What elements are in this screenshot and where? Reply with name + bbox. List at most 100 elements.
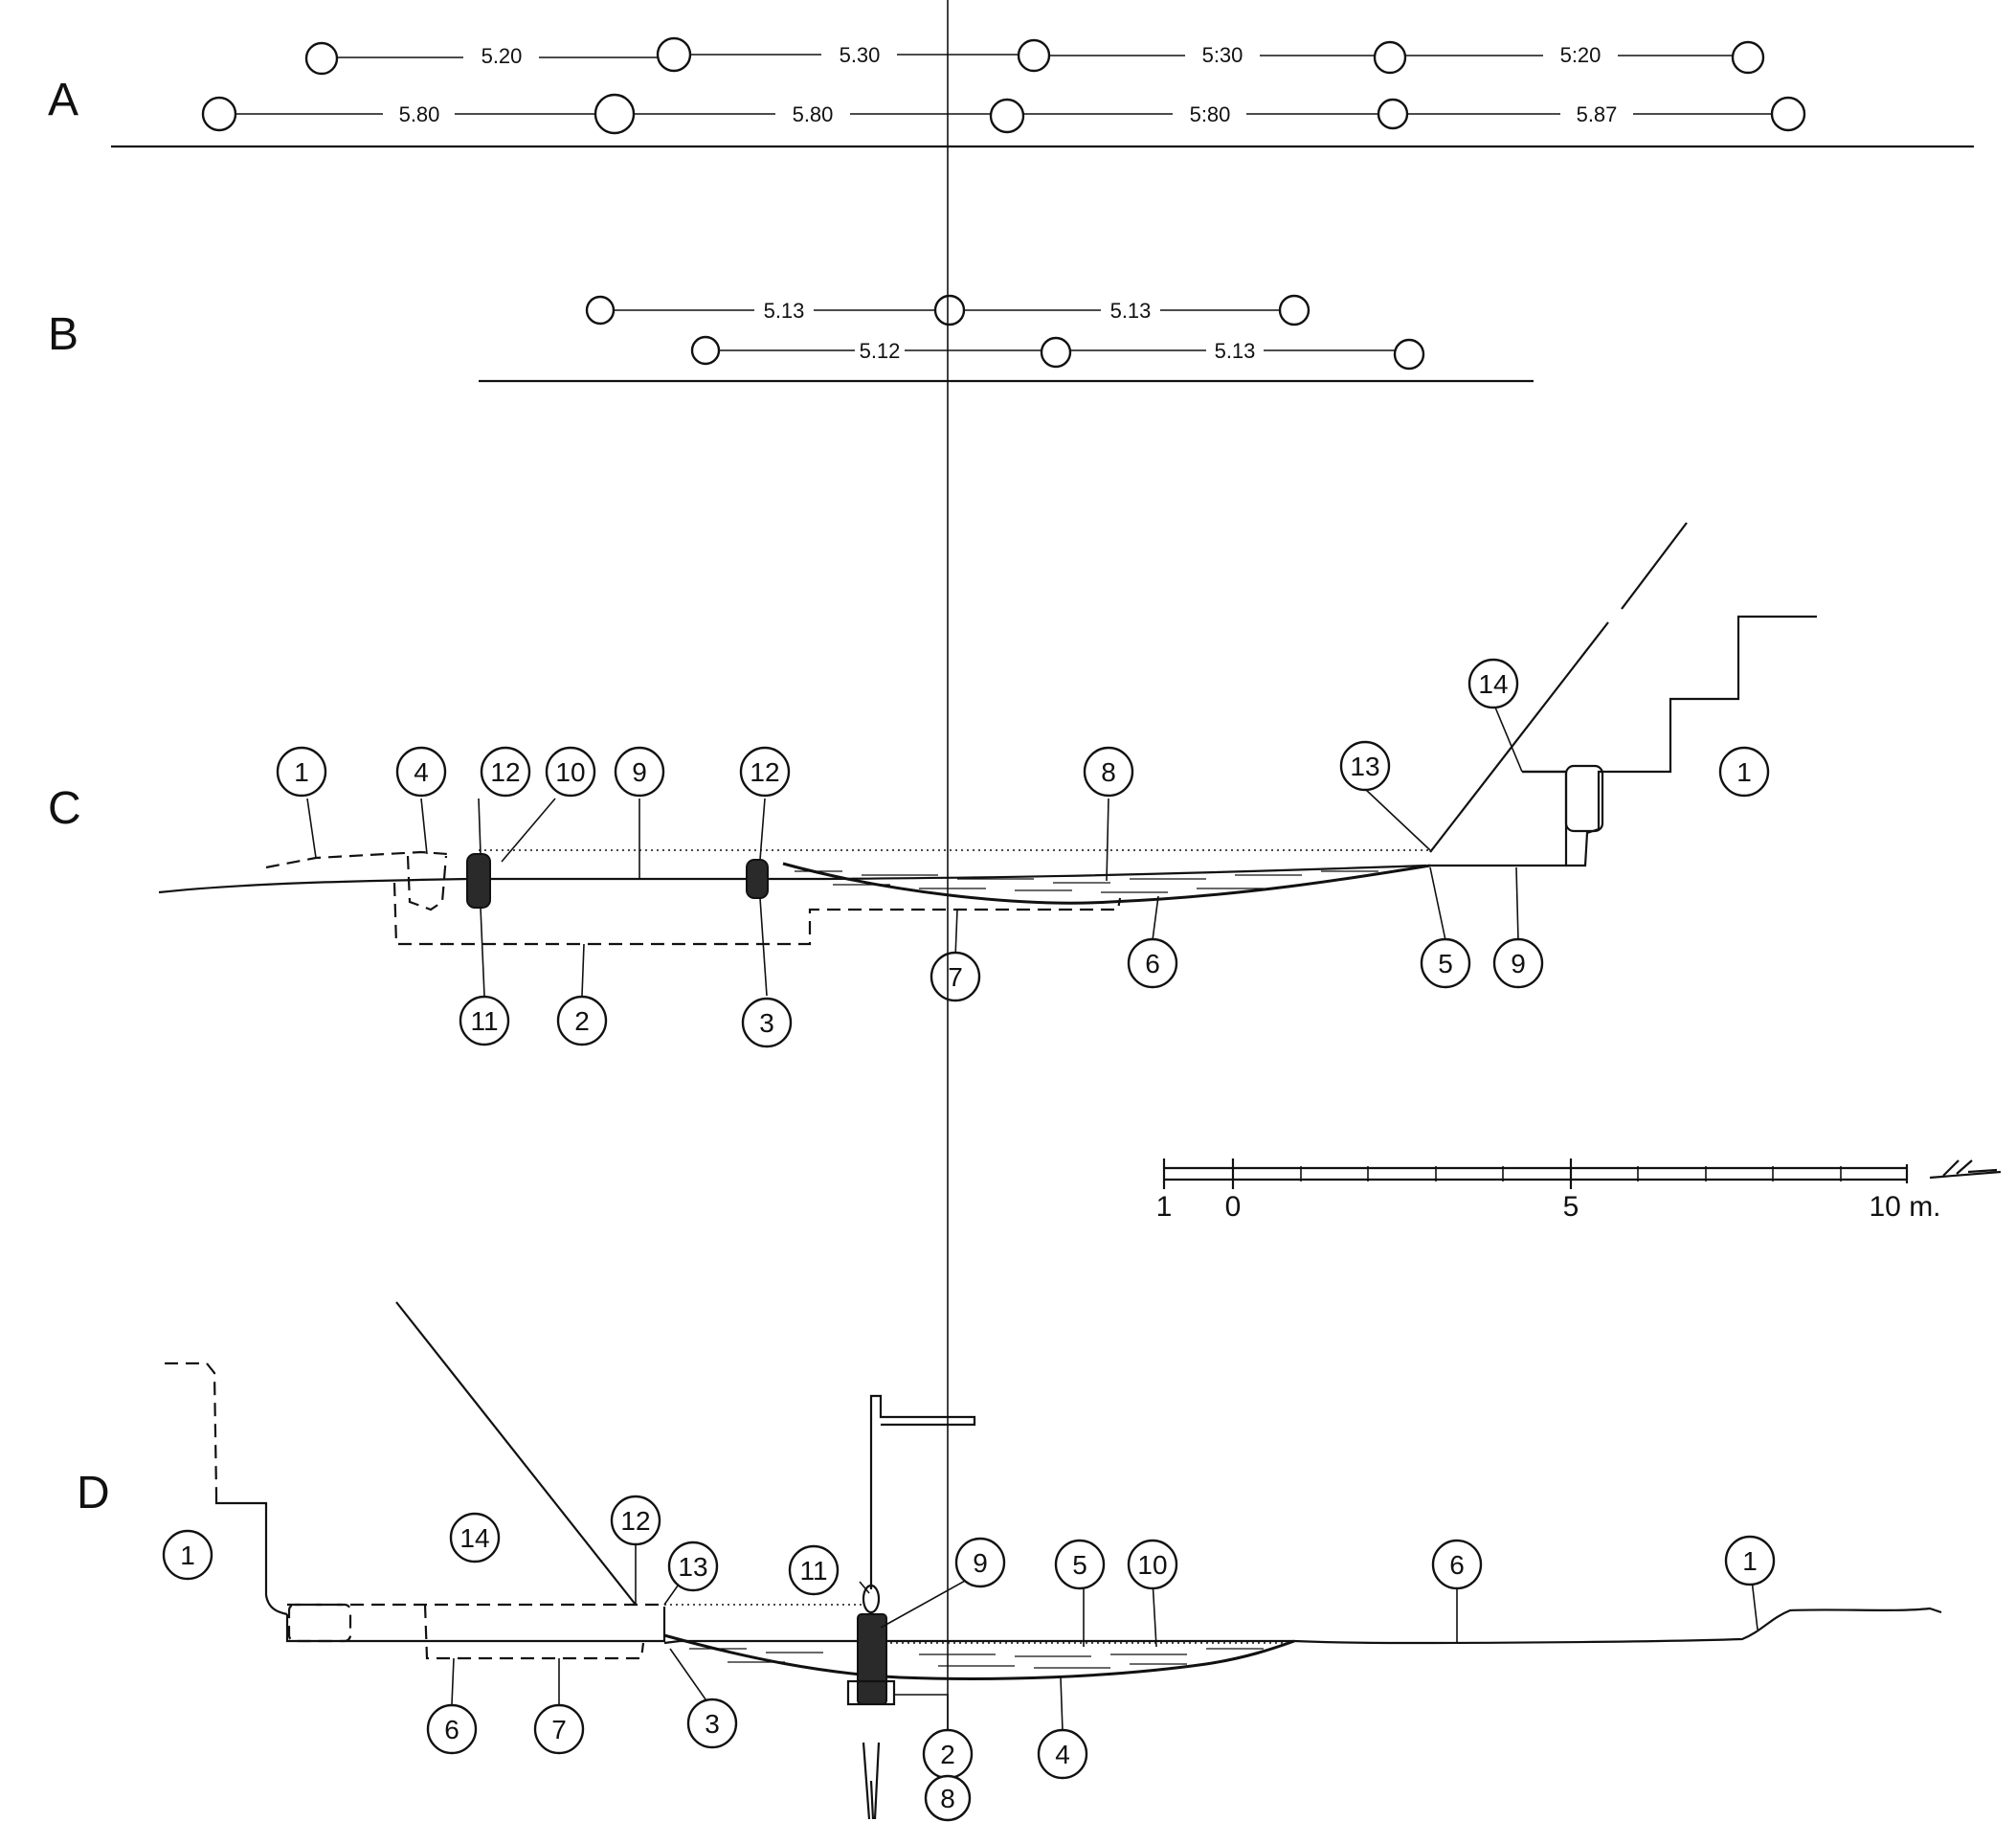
callout-6-right: 6	[1431, 1539, 1483, 1590]
svg-text:9: 9	[973, 1548, 988, 1578]
callout-12: 12	[480, 746, 531, 798]
timber-post	[746, 859, 769, 899]
callout-4: 4	[395, 746, 447, 798]
callout-3: 3	[741, 997, 793, 1048]
svg-text:14: 14	[459, 1523, 489, 1553]
callout-10: 10	[1127, 1539, 1178, 1590]
post-hole	[304, 41, 339, 76]
callout-12: 12	[610, 1495, 661, 1546]
post-hole	[1731, 40, 1765, 75]
callout-10: 10	[545, 746, 596, 798]
svg-text:6: 6	[1145, 949, 1160, 978]
callout-2: 2	[556, 995, 608, 1046]
distance-label: 5:80	[1190, 102, 1231, 126]
distance-label: 5.12	[860, 339, 901, 363]
section-label-b: B	[48, 309, 78, 360]
scale-bar: 1 0 5 10 m.	[1156, 1158, 2002, 1223]
callout-11: 11	[459, 995, 510, 1046]
callout-2: 2	[922, 1728, 974, 1780]
post-hole	[1017, 38, 1051, 73]
plan-a: 5.20 5.30 5:30 5:20 5.80 5.80 5:80 5.87	[111, 36, 1974, 148]
callout-14: 14	[449, 1512, 501, 1563]
section-label-a: A	[48, 75, 78, 125]
svg-text:12: 12	[620, 1506, 650, 1536]
post-hole	[585, 295, 616, 326]
svg-text:7: 7	[948, 962, 963, 992]
svg-text:11: 11	[799, 1556, 827, 1586]
svg-text:10: 10	[555, 757, 585, 787]
callout-1-right: 1	[1724, 1535, 1776, 1586]
callout-8: 8	[1083, 746, 1134, 798]
svg-text:11: 11	[470, 1006, 498, 1036]
svg-text:4: 4	[414, 757, 429, 787]
callout-4: 4	[1037, 1728, 1088, 1780]
svg-text:12: 12	[490, 757, 520, 787]
svg-text:12: 12	[750, 757, 779, 787]
callout-9: 9	[614, 746, 665, 798]
post-hole	[989, 98, 1025, 134]
svg-text:14: 14	[1478, 669, 1508, 699]
plan-b: 5.13 5.13 5.12 5.13	[479, 294, 1534, 383]
distance-label: 5:20	[1560, 43, 1602, 67]
post-hole	[690, 335, 721, 366]
distance-label: 5.13	[1215, 339, 1256, 363]
callout-5: 5	[1420, 937, 1471, 989]
callout-6: 6	[1127, 937, 1178, 989]
timber-post	[857, 1613, 887, 1705]
callout-14: 14	[1467, 658, 1519, 709]
svg-text:2: 2	[940, 1740, 955, 1769]
distance-label: 5.13	[1110, 299, 1152, 323]
post-hole	[933, 294, 966, 326]
svg-text:3: 3	[705, 1709, 720, 1739]
post-hole	[594, 93, 636, 135]
callout-9-b: 9	[1492, 937, 1544, 989]
post-hole	[1377, 98, 1409, 130]
callout-3: 3	[686, 1698, 738, 1749]
post-hole	[1373, 40, 1407, 75]
svg-text:13: 13	[1350, 752, 1379, 781]
section-c: 1 4 12 10 9 12 8 13 14 1 11 2 3 7 6 5 9	[158, 522, 1817, 1048]
scale-label: 10 m.	[1869, 1191, 1940, 1223]
svg-text:7: 7	[551, 1715, 567, 1744]
section-d: 1 14 12 13 11 9 5 10 6 1 6 7 3 2 8 4	[162, 0, 1942, 1822]
callout-9: 9	[954, 1537, 1006, 1588]
scale-label: 0	[1225, 1191, 1242, 1223]
svg-text:9: 9	[1511, 949, 1526, 978]
svg-text:5: 5	[1072, 1550, 1087, 1580]
svg-text:1: 1	[294, 757, 309, 787]
svg-text:9: 9	[632, 757, 647, 787]
callout-8: 8	[924, 1774, 972, 1822]
callout-13: 13	[667, 1541, 719, 1592]
scale-label: 1	[1156, 1191, 1173, 1223]
callout-5: 5	[1054, 1539, 1106, 1590]
svg-text:3: 3	[759, 1008, 774, 1038]
callout-1-left: 1	[162, 1529, 213, 1581]
callout-13: 13	[1339, 740, 1391, 792]
svg-text:2: 2	[574, 1006, 590, 1036]
callout-7: 7	[930, 951, 981, 1002]
callout-12-b: 12	[739, 746, 791, 798]
distance-label: 5.13	[764, 299, 805, 323]
section-label-c: C	[48, 783, 81, 834]
svg-text:8: 8	[1101, 757, 1116, 787]
timber-post	[466, 853, 491, 909]
scale-label: 5	[1563, 1191, 1579, 1223]
svg-text:5: 5	[1438, 949, 1453, 978]
svg-text:13: 13	[678, 1552, 707, 1582]
distance-label: 5.80	[793, 102, 834, 126]
svg-text:6: 6	[1449, 1550, 1465, 1580]
post-hole	[656, 36, 692, 73]
post-hole	[201, 96, 237, 132]
svg-text:8: 8	[940, 1784, 955, 1813]
section-label-d: D	[77, 1468, 110, 1518]
distance-label: 5:30	[1202, 43, 1243, 67]
callout-11: 11	[788, 1544, 840, 1596]
svg-text:6: 6	[444, 1715, 459, 1744]
distance-label: 5.87	[1577, 102, 1618, 126]
svg-text:1: 1	[1736, 757, 1752, 787]
distance-label: 5.20	[482, 44, 523, 68]
svg-text:1: 1	[1742, 1546, 1758, 1576]
post-hole	[1770, 96, 1806, 132]
post-hole	[1040, 336, 1072, 369]
distance-label: 5.30	[840, 43, 881, 67]
